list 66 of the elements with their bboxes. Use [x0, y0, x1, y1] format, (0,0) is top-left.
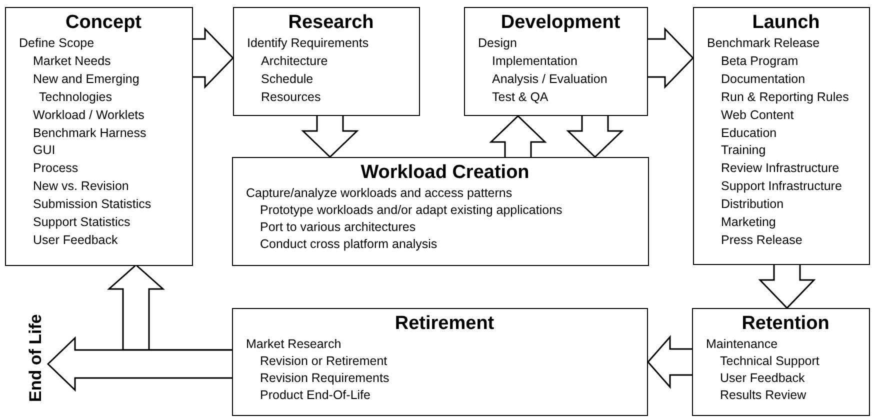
subtask-item: Revision Requirements: [260, 370, 390, 387]
stage-box: [464, 7, 648, 116]
task-item: Maintenance: [706, 336, 778, 353]
subtask-item: Training: [721, 142, 766, 160]
subtask-item: Distribution: [721, 196, 784, 214]
subtask-item: Web Content: [721, 106, 794, 124]
block-arrow: [46, 336, 233, 392]
block-arrow: [647, 335, 693, 389]
subtask-item: GUI: [33, 142, 56, 160]
subtask-item: User Feedback: [33, 232, 118, 249]
block-arrow: [647, 27, 694, 89]
subtask-item: Implementation: [492, 52, 578, 70]
stage-heading: Concept: [64, 11, 142, 34]
stage-box: [693, 7, 870, 265]
subtask-item: New vs. Revision: [33, 178, 129, 196]
stage-heading: Launch: [751, 11, 821, 34]
stage-heading: Retention: [740, 312, 830, 335]
subtask-item: Press Release: [721, 232, 802, 249]
stage-box: [5, 7, 193, 266]
task-item: Design: [478, 35, 517, 52]
stage-box: [232, 157, 649, 266]
subtask-item: Analysis / Evaluation: [492, 70, 608, 88]
stage-heading: Workload Creation: [360, 161, 530, 184]
subtask-item: Education: [721, 124, 777, 142]
stage-box: [232, 308, 648, 416]
task-item: Benchmark Release: [707, 35, 820, 52]
stage-box: [233, 7, 420, 116]
task-item: Define Scope: [19, 35, 94, 52]
subtask-item: Submission Statistics: [33, 196, 152, 214]
block-arrow: [566, 115, 624, 158]
subtask-item: New and Emerging Technologies: [33, 70, 140, 106]
task-item: Capture/analyze workloads and access patterns: [246, 185, 512, 202]
task-item: Identify Requirements: [247, 35, 369, 52]
stage-box: [692, 308, 870, 416]
vertical-label: End of Life: [24, 300, 48, 416]
subtask-item: Beta Program: [721, 52, 798, 70]
subtask-item: Market Needs: [33, 52, 111, 70]
subtask-item: Process: [33, 160, 78, 178]
subtask-item: Marketing: [721, 214, 776, 232]
task-item: Market Research: [246, 336, 342, 353]
stage-heading: Development: [500, 11, 622, 34]
subtask-item: Support Statistics: [33, 214, 130, 232]
subtask-item: Architecture: [261, 52, 328, 70]
subtask-item: Run & Reporting Rules: [721, 88, 849, 106]
subtask-item: Prototype workloads and/or adapt existing applications: [260, 202, 562, 219]
subtask-item: Documentation: [721, 70, 806, 88]
subtask-item: Schedule: [261, 70, 314, 88]
block-arrow: [192, 27, 234, 89]
block-arrow: [758, 264, 816, 310]
subtask-item: Benchmark Harness: [33, 124, 146, 142]
subtask-item: Product End-Of-Life: [260, 387, 370, 404]
subtask-item: User Feedback: [720, 370, 805, 387]
stage-heading: Research: [287, 11, 375, 34]
subtask-item: Support Infrastructure: [721, 178, 842, 196]
subtask-item: Port to various architectures: [260, 219, 416, 236]
block-arrow: [301, 115, 359, 158]
block-arrow: [489, 114, 547, 158]
subtask-item: Revision or Retirement: [260, 353, 388, 370]
subtask-item: Workload / Worklets: [33, 106, 144, 124]
subtask-item: Results Review: [720, 387, 806, 404]
subtask-item: Conduct cross platform analysis: [260, 236, 438, 253]
subtask-item: Test & QA: [492, 88, 548, 106]
subtask-item: Resources: [261, 88, 321, 106]
stage-heading: Retirement: [394, 312, 496, 335]
subtask-item: Technical Support: [720, 353, 820, 370]
subtask-item: Review Infrastructure: [721, 160, 840, 178]
